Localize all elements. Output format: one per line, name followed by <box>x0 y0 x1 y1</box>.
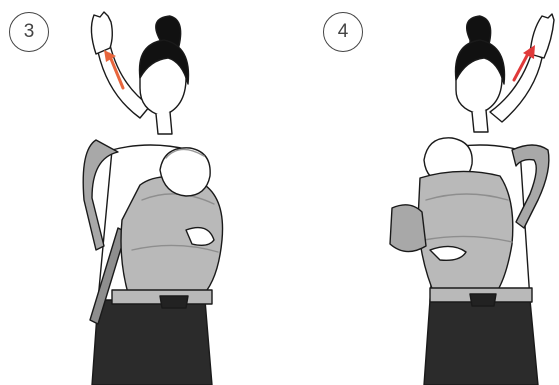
carrier-panel <box>418 171 513 298</box>
step-4-illustration <box>280 0 559 385</box>
step-3-panel: 3 <box>0 0 280 385</box>
buckle <box>470 294 496 306</box>
raised-hand <box>91 12 112 54</box>
step-4-panel: 4 <box>280 0 559 385</box>
pants <box>424 300 538 385</box>
step-3-illustration <box>0 0 280 385</box>
carrier-shoulder-strap <box>390 205 426 252</box>
buckle <box>160 296 188 308</box>
pants <box>92 300 212 385</box>
